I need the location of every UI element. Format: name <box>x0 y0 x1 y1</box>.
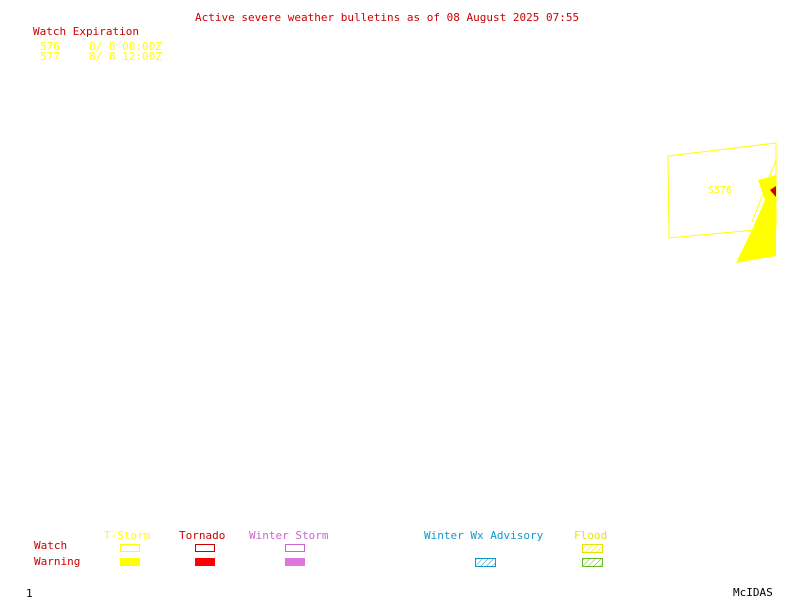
legend-tstorm-watch-swatch <box>120 544 140 552</box>
legend-tornado-warning-swatch <box>195 558 215 566</box>
tornado-warning-area <box>770 186 776 197</box>
legend-tornado-watch-swatch <box>195 544 215 552</box>
legend-tornado-label: Tornado <box>179 529 226 542</box>
watch-expiration-heading: Watch Expiration <box>33 25 139 38</box>
tstorm-warning-area <box>736 175 776 263</box>
watch-id: 576 <box>40 40 60 53</box>
legend-winter-storm-watch-swatch <box>285 544 305 552</box>
watch-id: 577 <box>40 50 60 63</box>
legend-winter-storm-label: Winter Storm <box>249 529 329 542</box>
legend-winter-advisory-label: Winter Wx Advisory <box>424 529 544 542</box>
frame-number: 1 <box>26 587 33 600</box>
legend-tstorm-label: T-Storm <box>104 529 151 542</box>
watch-expiration-time: 8/ 8 08:00Z <box>89 40 162 53</box>
software-label: McIDAS <box>733 586 773 599</box>
legend-flood-label: Flood <box>574 529 608 542</box>
legend-winter-storm-warning-swatch <box>285 558 305 566</box>
bulletin-title: Active severe weather bulletins as of 08… <box>195 11 580 24</box>
legend-tstorm-warning-swatch <box>120 558 140 566</box>
legend-warning-label: Warning <box>34 555 81 568</box>
legend-watch-label: Watch <box>34 539 68 552</box>
watch-expiration-time: 8/ 8 12:00Z <box>89 50 162 63</box>
watch-box-label: S576 <box>708 185 733 196</box>
